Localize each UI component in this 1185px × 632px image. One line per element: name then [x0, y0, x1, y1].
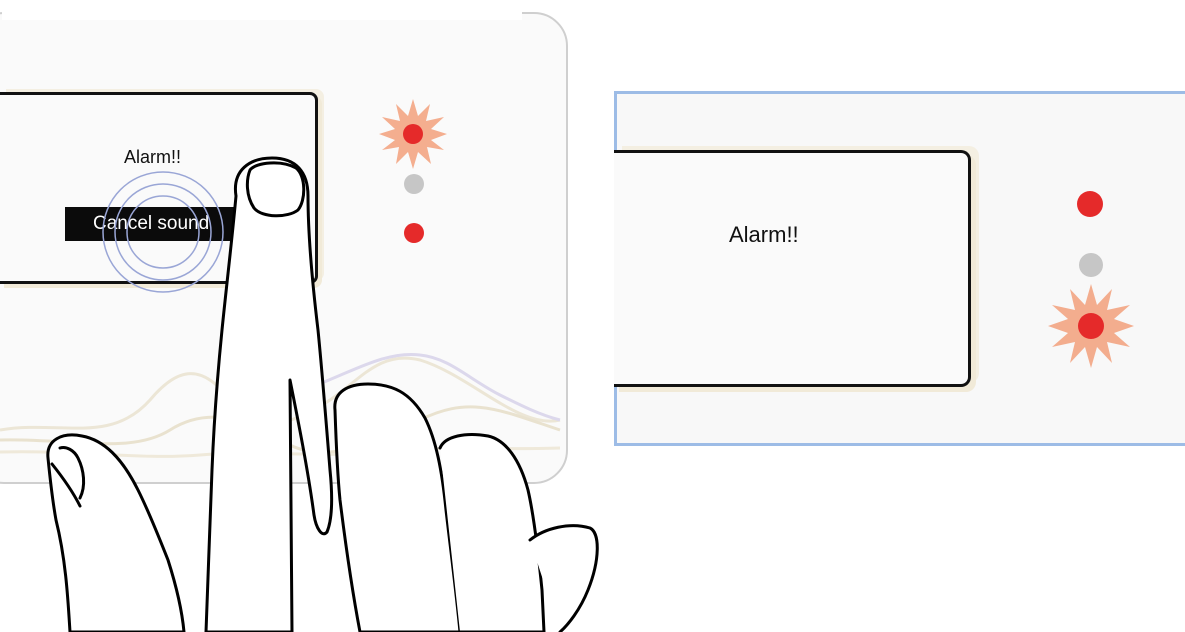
left-led-red [404, 223, 424, 243]
right-led-red [1077, 191, 1103, 217]
left-led-flash [379, 99, 447, 169]
left-led-gray [404, 174, 424, 194]
right-led-gray [1079, 253, 1103, 277]
touch-ripple [103, 172, 223, 292]
right-led-flash [1048, 284, 1134, 368]
hand-illustration [48, 158, 597, 632]
